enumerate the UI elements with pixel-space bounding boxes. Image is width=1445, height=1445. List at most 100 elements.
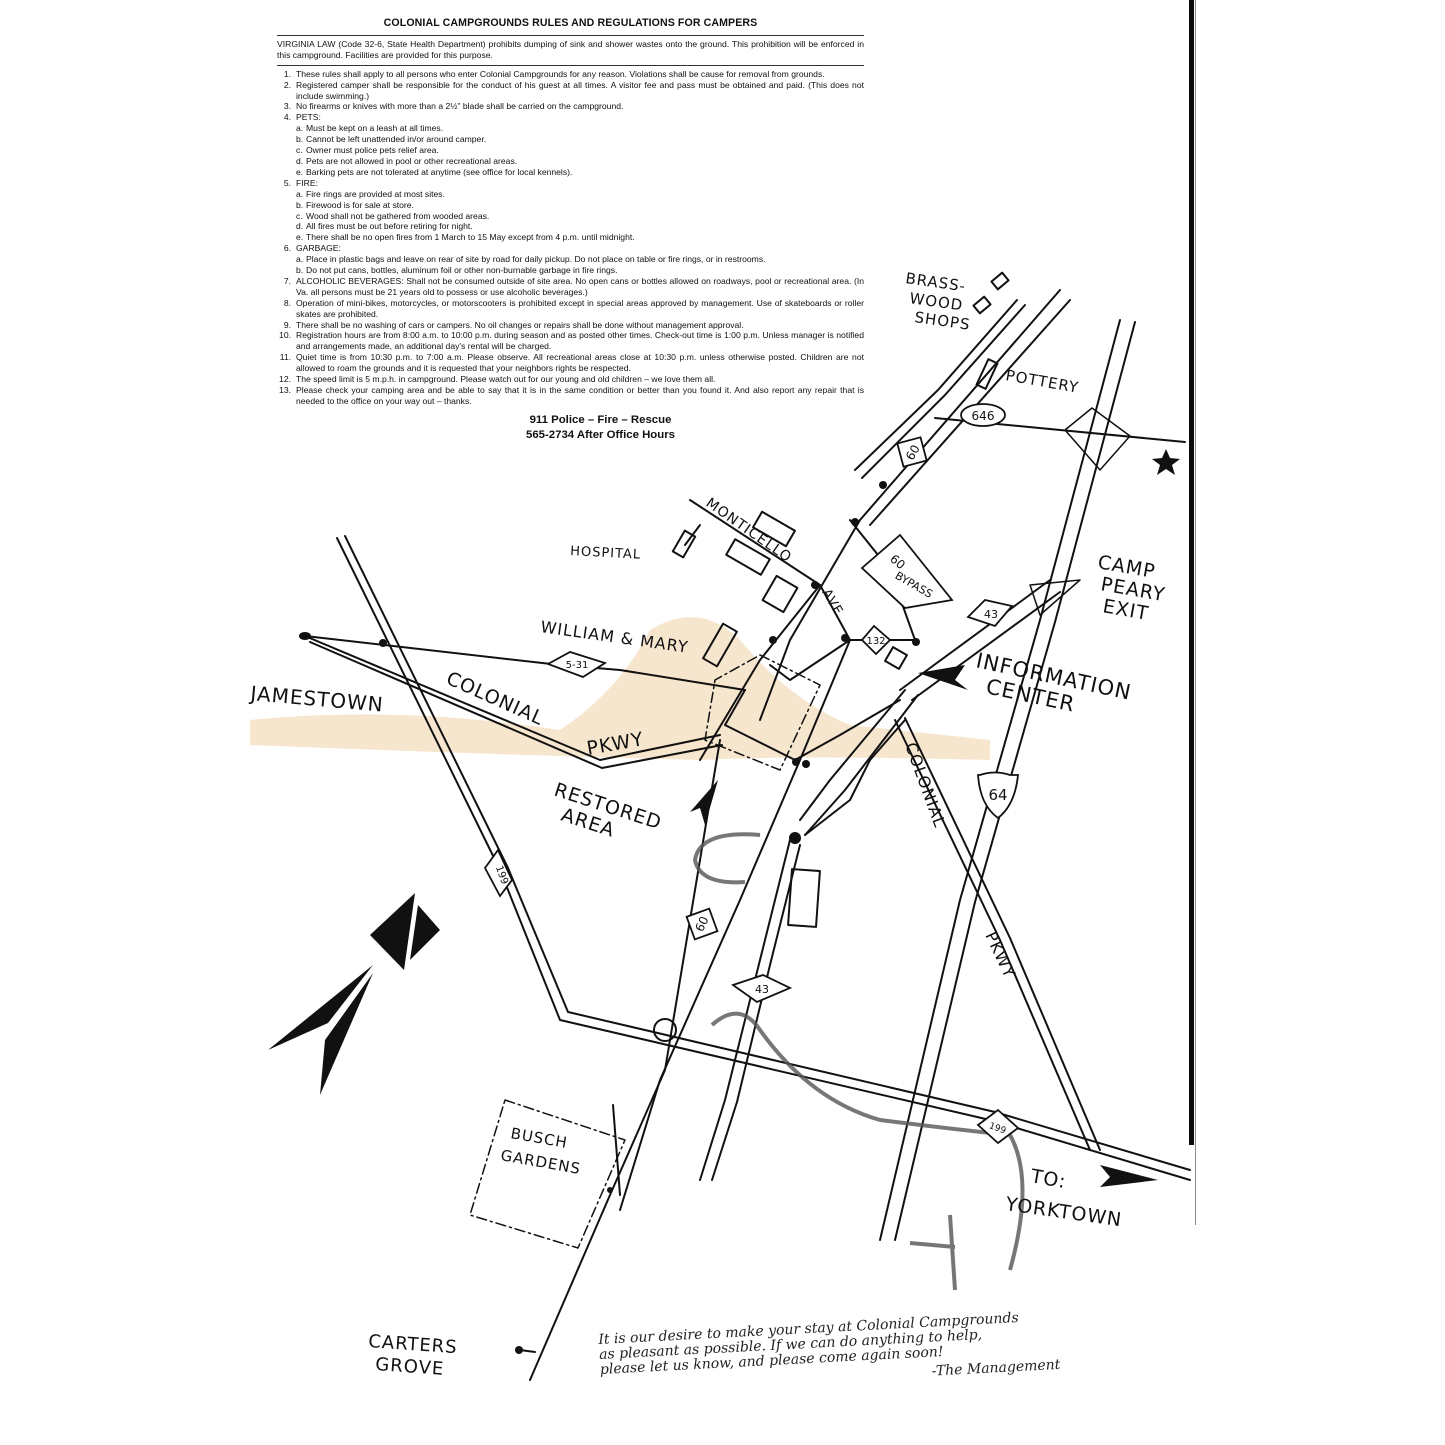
label-busch: BUSCH [509, 1124, 569, 1152]
rule-subitem-text: Must be kept on a leash at all times. [306, 123, 444, 134]
road-richmond-road [699, 584, 821, 761]
rule-subitem-letter: d. [296, 221, 304, 232]
rule-subitem-letter: b. [296, 134, 304, 145]
rule-subitem-text: Firewood is for sale at store. [306, 199, 414, 210]
rule-number: 2. [283, 79, 291, 90]
rule-text: Registration hours are from 8:00 a.m. to… [296, 330, 864, 352]
rule-item: 1. These rules shall apply to all persons… [277, 69, 864, 80]
rule-item: 6. GARBAGE: [277, 243, 864, 254]
building-monticello-3 [761, 574, 799, 614]
rule-item: 5.FIRE: [277, 178, 864, 189]
rule-number: 5. [283, 177, 291, 188]
rule-subitem-letter: c. [296, 145, 303, 156]
rule-item: 9.There shall be no washing of cars or c… [277, 320, 864, 331]
rule-subitem: a.Must be kept on a leash at all times. [277, 123, 864, 134]
rule-number: 1. [283, 68, 291, 79]
building-brass-wood-1 [990, 271, 1010, 291]
road-colonial-parkway-west [304, 635, 723, 769]
rule-number: 10. [279, 330, 291, 341]
busch-gardens-boundary [469, 1099, 626, 1249]
shield-43-north [966, 599, 1014, 628]
shield-5-31 [545, 651, 608, 678]
rule-subitem-text: Pets are not allowed in pool or other re… [306, 155, 518, 166]
shield-132 [860, 624, 892, 656]
water-stain [250, 617, 990, 760]
rule-subitem-letter: b. [296, 199, 304, 210]
rule-text: Please check your camping area and be ab… [296, 385, 864, 406]
rule-number: 8. [283, 297, 291, 308]
yorktown-arrow-icon [1100, 1165, 1158, 1187]
rules-list: 1. These rules shall apply to all persons… [277, 69, 864, 407]
rule-subitem: d.Pets are not allowed in pool or other … [277, 156, 864, 167]
rule-item: 13.Please check your camping area and be… [277, 385, 864, 407]
rule-subitem: a.Fire rings are provided at most sites. [277, 189, 864, 200]
rule-text: The speed limit is 5 m.p.h. in campgroun… [296, 374, 716, 385]
shield-199-east [976, 1108, 1020, 1145]
rule-text: ALCOHOLIC BEVERAGES: Shall not be consum… [296, 275, 864, 297]
label-grove: GROVE [375, 1354, 445, 1380]
building-monticello-2 [725, 538, 771, 576]
rule-number: 4. [283, 112, 291, 123]
building-pottery [975, 358, 999, 390]
rule-subitem: e.Barking pets are not tolerated at anyt… [277, 167, 864, 178]
rule-text: Registered camper shall be responsible f… [296, 79, 864, 101]
building-monticello-1 [752, 510, 796, 548]
rule-number: 12. [279, 374, 291, 385]
restored-area-boundary [704, 654, 821, 771]
label-gardens: GARDENS [499, 1146, 582, 1178]
rule-subitem-text: Wood shall not be gathered from wooded a… [306, 210, 490, 221]
shield-646-label: 646 [972, 409, 995, 423]
building-hospital [671, 529, 697, 559]
campground-star-icon [1152, 449, 1180, 475]
rule-number: 7. [283, 275, 291, 286]
shield-i64 [977, 771, 1019, 820]
rule-subitem-letter: d. [296, 155, 304, 166]
rule-subitem-letter: e. [296, 232, 304, 243]
shield-43-south [731, 974, 793, 1004]
label-ave: AVE [819, 587, 846, 619]
shield-5-31-label: 5-31 [566, 660, 589, 671]
shield-60-south [685, 907, 719, 941]
rule-text: GARBAGE: [296, 243, 341, 254]
shield-646 [960, 403, 1006, 427]
document-title: COLONIAL CAMPGROUNDS RULES AND REGULATIO… [383, 17, 758, 29]
rule-number: 3. [283, 101, 291, 112]
label-monticello: MONTICELLO [703, 495, 795, 566]
emergency-line: 911 Police – Fire – Rescue [529, 413, 672, 426]
rule-text: PETS: [296, 112, 321, 123]
rule-text: These rules shall apply to all persons w… [296, 68, 825, 79]
road-interstate-64 [879, 319, 1136, 1241]
shield-60-bypass [860, 533, 954, 609]
building-brass-wood-2 [972, 295, 992, 315]
rule-subitem: b.Firewood is for sale at store. [277, 200, 864, 211]
junction-dots [299, 481, 920, 1354]
rule-subitem: e.There shall be no open fires from 1 Ma… [277, 232, 864, 243]
interchange-646 [1064, 407, 1131, 471]
rule-subitem-letter: b. [296, 265, 304, 276]
rule-item: 8.Operation of mini-bikes, motorcycles, … [277, 298, 864, 320]
building-william-mary [702, 622, 738, 668]
rule-number: 11. [279, 352, 291, 363]
rule-subitem: c.Wood shall not be gathered from wooded… [277, 211, 864, 222]
rule-item: 7. ALCOHOLIC BEVERAGES: Shall not be cons… [277, 276, 864, 298]
rule-item: 10. Registration hours are from 8:00 a.m.… [277, 330, 864, 352]
rules-document: COLONIAL CAMPGROUNDS RULES AND REGULATIO… [277, 18, 864, 443]
divider [277, 64, 864, 66]
rule-subitem-text: All fires must be out before retiring fo… [306, 221, 473, 232]
rule-text: No firearms or knives with more than a 2… [296, 101, 624, 112]
rule-text: There shall be no washing of cars or cam… [296, 319, 744, 330]
rule-text: Quiet time is from 10:30 p.m. to 7:00 a.… [296, 352, 864, 374]
road-route-199-west [336, 535, 1191, 1181]
building-south [787, 868, 821, 928]
emergency-contacts: 911 Police – Fire – Rescue 565-2734 Afte… [337, 413, 864, 443]
building-info-center [884, 646, 908, 670]
label-shops: SHOPS [913, 308, 971, 334]
interchange-camp-peary [1029, 579, 1081, 616]
rule-subitem: b.Do not put cans, bottles, aluminum foi… [277, 265, 864, 276]
roundabout-199 [653, 1018, 677, 1042]
road-colonial-parkway-east [799, 689, 1101, 1151]
rule-item: 12. The speed limit is 5 m.p.h. in campgr… [277, 374, 864, 385]
shield-132-label: 132 [866, 636, 885, 647]
rule-number: 6. [283, 243, 291, 254]
